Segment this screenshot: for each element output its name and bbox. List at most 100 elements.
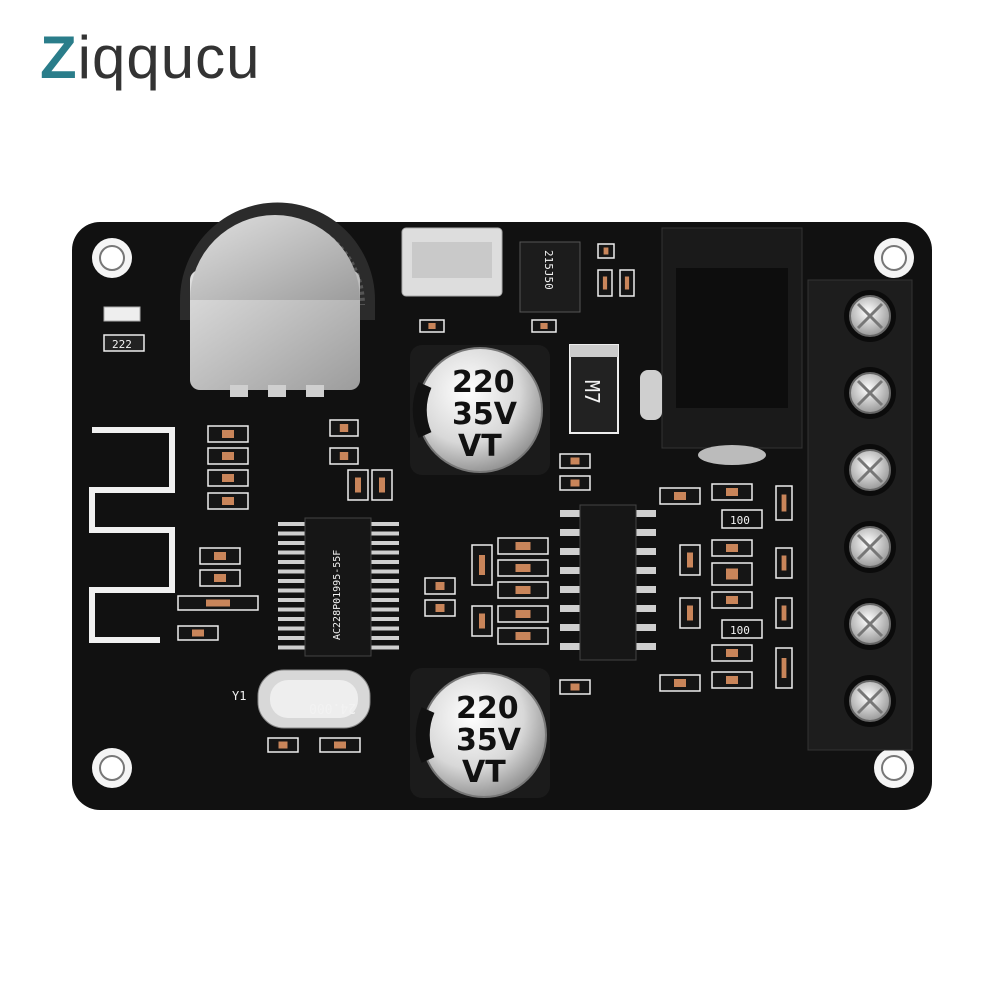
capacitor-voltage: 35V [452, 397, 518, 432]
ic-pin [371, 645, 399, 650]
smd-component [679, 544, 701, 576]
led-component [103, 306, 141, 322]
capacitor-value: 220 [456, 691, 519, 726]
smd-component [471, 605, 493, 637]
ic-pin [371, 617, 399, 621]
brand-logo-initial: Z [40, 24, 78, 91]
ic-pin [560, 605, 582, 612]
capacitor-voltage: 35V [456, 723, 522, 758]
ic-pin [560, 510, 582, 517]
terminal-screw [844, 521, 896, 573]
ic-pin [371, 560, 399, 564]
ic-pin [634, 567, 656, 574]
smd-component [775, 547, 793, 579]
capacitor-value: 220 [452, 365, 515, 400]
smd-component [424, 599, 456, 617]
ic-pin [371, 541, 399, 545]
ic-pin [278, 522, 306, 526]
electrolytic-capacitor: 220 35V VT [410, 345, 550, 475]
crystal-oscillator: 24.000 Y1 [232, 669, 371, 729]
smd-component [497, 537, 549, 555]
smd-component [659, 487, 701, 505]
smd-component [471, 544, 493, 586]
ic-pin [278, 645, 306, 650]
ic-pin [278, 550, 306, 555]
smd-component [775, 485, 793, 521]
ic-pin [278, 579, 306, 583]
dc-barrel-jack [640, 227, 803, 465]
smd-component [199, 547, 241, 565]
smd-component [419, 319, 445, 333]
ic-pin [560, 529, 582, 536]
ic-pin [371, 522, 399, 526]
ic-pin [278, 617, 306, 621]
smd-component [497, 581, 549, 599]
smd-component [559, 475, 591, 491]
ic-pin [634, 529, 656, 536]
smd-component [207, 469, 249, 487]
amplifier-chip [560, 504, 656, 661]
ic-pin [371, 579, 399, 583]
ic-pin [278, 598, 306, 602]
svg-text:M7: M7 [580, 380, 604, 404]
ic-pin [634, 643, 656, 650]
smd-component [775, 597, 793, 629]
ic-pin [634, 624, 656, 631]
smd-resistor [103, 334, 145, 352]
crystal-ref: Y1 [232, 689, 246, 703]
svg-text:100: 100 [730, 514, 750, 527]
terminal-screw [844, 598, 896, 650]
ic-pin [278, 560, 306, 564]
smd-component [619, 269, 635, 297]
ic-pin [278, 588, 306, 593]
ic-pin [371, 636, 399, 640]
bluetooth-chip: AC228P01995-55F [278, 517, 399, 657]
ic-pin [634, 586, 656, 593]
ic-pin [278, 541, 306, 545]
smd-component [319, 737, 361, 753]
bluetooth-antenna-trace [89, 427, 175, 643]
svg-text:215J50: 215J50 [542, 250, 555, 290]
ic-pin [560, 643, 582, 650]
terminal-screw [844, 675, 896, 727]
mounting-hole [92, 238, 132, 278]
smd-component [497, 559, 549, 577]
smd-component [497, 605, 549, 623]
voltage-regulator: 215J50 [519, 241, 581, 313]
mounting-hole [874, 748, 914, 788]
smd-component [207, 447, 249, 465]
smd-component [711, 483, 753, 501]
smd-component [597, 269, 613, 297]
screw-terminal-block [807, 279, 913, 751]
ic-pin [278, 607, 306, 612]
diode-m7: M7 [569, 344, 619, 434]
mounting-hole [874, 238, 914, 278]
ic-pin [634, 605, 656, 612]
mounting-hole [92, 748, 132, 788]
smd-component [597, 243, 615, 259]
ic-pin [371, 607, 399, 612]
smd-component [177, 595, 259, 611]
ir-receiver [401, 227, 503, 297]
smd-component [659, 674, 701, 692]
ic-pin [560, 567, 582, 574]
volume-potentiometer [180, 202, 375, 397]
brand-logo-rest: iqqucu [77, 24, 261, 91]
smd-resistor: 100 [721, 509, 763, 529]
svg-text:100: 100 [730, 624, 750, 637]
smd-component [711, 671, 753, 689]
ic-pin [560, 586, 582, 593]
smd-label: 222 [112, 338, 132, 351]
ic-pin [371, 588, 399, 593]
terminal-screw [844, 367, 896, 419]
smd-component [329, 447, 359, 465]
terminal-screw [844, 444, 896, 496]
svg-text:24.000: 24.000 [309, 700, 356, 715]
ic-pin [278, 626, 306, 631]
smd-component [207, 425, 249, 443]
ic-pin [278, 569, 306, 574]
smd-component [711, 539, 753, 557]
ic-pin [278, 636, 306, 640]
ic-pin [634, 510, 656, 517]
ic-pin [371, 598, 399, 602]
